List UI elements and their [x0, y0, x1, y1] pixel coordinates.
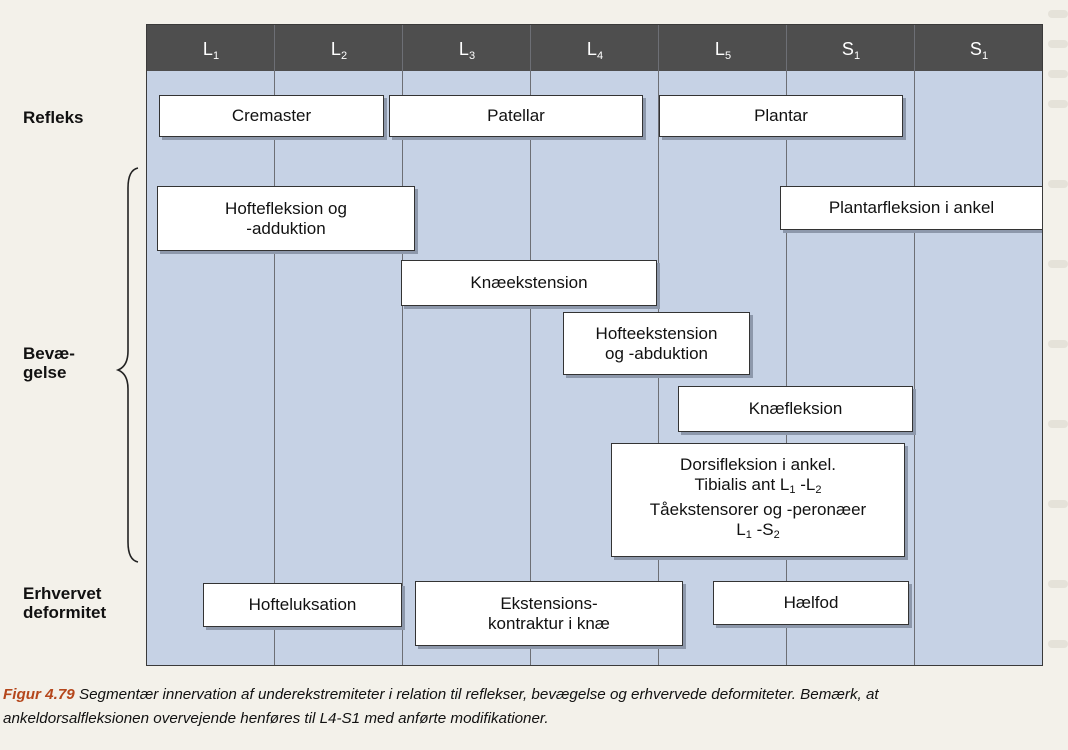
deformity-haelfod: Hælfod — [713, 581, 909, 625]
movement-knaeekstension: Knæekstension — [401, 260, 657, 306]
reflex-patellar: Patellar — [389, 95, 643, 137]
segment-diagram: L1 L2 L3 L4 L5 S1 S1 Cremaster Patellar … — [146, 24, 1043, 666]
column-divider — [530, 25, 531, 665]
deformity-ekstensionskontraktur: Ekstensions-kontraktur i knæ — [415, 581, 683, 646]
caption-figure-number: Figur 4.79 — [3, 686, 75, 703]
segment-label-l1: L1 — [202, 39, 220, 62]
caption-text-line-1: Segmentær innervation af underekstremite… — [74, 686, 879, 703]
column-divider — [914, 25, 915, 665]
row-label-bevaegelse: Bevæ- gelse — [23, 344, 75, 382]
reflex-plantar: Plantar — [659, 95, 903, 137]
segment-label-l4: L4 — [586, 39, 604, 62]
brace-bevaegelse — [115, 167, 139, 563]
segment-label-l5: L5 — [714, 39, 732, 62]
deformity-hofteluksation: Hofteluksation — [203, 583, 402, 627]
segment-label-s1: S1 — [841, 39, 861, 62]
movement-plantarfleksion: Plantarfleksion i ankel — [780, 186, 1042, 230]
figure-caption: Figur 4.79 Segmentær innervation af unde… — [3, 683, 1063, 731]
caption-text-line-2: ankeldorsalfleksionen overvejende henfør… — [3, 710, 549, 727]
segment-label-s1-second: S1 — [969, 39, 989, 62]
row-label-erhvervet-deformitet: Erhvervet deformitet — [23, 584, 107, 622]
column-divider — [274, 25, 275, 665]
segment-label-l3: L3 — [458, 39, 476, 62]
column-divider — [786, 25, 787, 665]
segment-label-l2: L2 — [330, 39, 348, 62]
column-divider — [402, 25, 403, 665]
movement-hoftefleksion: Hoftefleksion og-adduktion — [157, 186, 415, 251]
reflex-cremaster: Cremaster — [159, 95, 384, 137]
segment-header: L1 L2 L3 L4 L5 S1 S1 — [147, 25, 1042, 71]
movement-dorsifleksion: Dorsifleksion i ankel. Tibialis ant L1 -… — [611, 443, 905, 557]
row-label-refleks: Refleks — [23, 108, 84, 127]
movement-knaefleksion: Knæfleksion — [678, 386, 913, 432]
